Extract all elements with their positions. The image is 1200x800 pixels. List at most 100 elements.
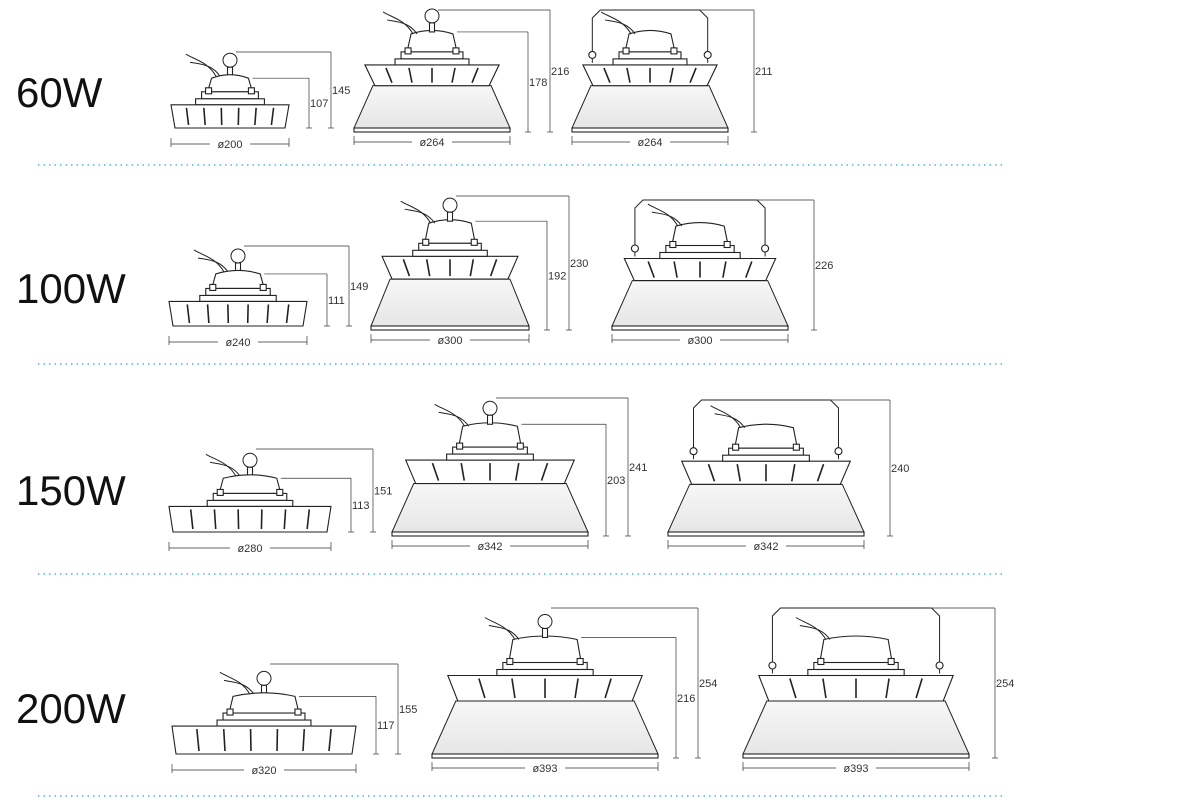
diameter-dimension-label: ø240 <box>225 337 250 349</box>
heatsink-fin <box>885 678 890 699</box>
power-label: 200W <box>16 685 126 732</box>
power-cable <box>714 413 746 428</box>
body-height-label: 178 <box>529 77 547 89</box>
driver-flange <box>813 661 899 671</box>
diameter-dimension-label: ø342 <box>753 541 778 553</box>
overall-height-label: 149 <box>350 281 368 293</box>
driver-housing <box>218 474 282 494</box>
mounting-screw <box>670 47 678 55</box>
heatsink-fin <box>196 728 200 752</box>
mounting-screw <box>247 87 255 95</box>
body-height-label: 113 <box>352 500 370 512</box>
mounting-screw <box>422 238 430 246</box>
fixture-compact: 149 111 ø240 <box>168 245 368 349</box>
heatsink-fin <box>270 107 275 126</box>
heatsink-fin <box>604 678 612 699</box>
eye-bolt-ring <box>256 670 272 686</box>
heatsink-fin <box>707 463 716 482</box>
heatsink-fin <box>511 678 516 699</box>
driver-housing <box>508 635 582 664</box>
overall-height-label: 211 <box>755 66 773 78</box>
power-cable <box>386 19 418 35</box>
overall-height-label: 216 <box>551 66 569 78</box>
overall-height-label: 254 <box>699 678 717 690</box>
power-cable <box>710 405 742 428</box>
heatsink-fin <box>222 728 226 752</box>
reflector-shade <box>391 483 589 533</box>
driver-housing <box>624 29 676 53</box>
body-height-label: 192 <box>548 271 566 283</box>
heatsink-fin <box>283 509 287 530</box>
heatsink-fin <box>206 304 210 324</box>
eye-bolt-ring <box>424 8 440 24</box>
heatsink-fin <box>469 259 475 277</box>
heatsink-fin <box>626 67 631 83</box>
driver-housing <box>228 692 300 714</box>
heatsink-fin <box>471 67 479 83</box>
mounting-screw <box>209 283 217 291</box>
heatsink-fin <box>736 464 742 482</box>
diameter-dimension-label: ø342 <box>477 541 502 553</box>
diameter-dimension-label: ø393 <box>843 763 868 775</box>
mounting-bracket <box>771 607 941 674</box>
heatsink-fin <box>213 509 217 530</box>
mounting-screw <box>226 708 234 716</box>
heatsink-top <box>394 58 470 66</box>
reflector-rim <box>353 127 511 133</box>
heatsink-fin <box>328 728 332 752</box>
heatsink-fin <box>603 67 611 83</box>
heatsink-top <box>496 668 594 677</box>
heatsink-fin <box>402 259 411 277</box>
driver-housing <box>206 74 254 93</box>
mounting-screw <box>294 708 302 716</box>
power-cable <box>219 671 251 695</box>
power-label: 150W <box>16 467 126 514</box>
eye-bolt-ring <box>537 614 553 629</box>
power-cable <box>382 11 414 35</box>
diameter-dimension-label: ø300 <box>437 335 462 347</box>
body-height-label: 117 <box>377 720 395 732</box>
power-cable <box>799 625 831 640</box>
mounting-screw <box>622 47 630 55</box>
driver-housing <box>819 635 893 664</box>
heatsink-fin <box>186 304 191 324</box>
driver-housing <box>671 222 729 247</box>
reflector-rim <box>742 753 970 759</box>
heatsink-fin <box>722 261 727 278</box>
bracket-knob <box>834 447 843 456</box>
heatsink-fin <box>185 107 190 126</box>
body-height-label: 111 <box>328 295 345 307</box>
eye-bolt-shank <box>428 22 436 33</box>
power-cable <box>189 61 221 77</box>
power-cable <box>651 211 683 227</box>
reflector-rim <box>431 753 659 759</box>
heatsink-fin <box>408 67 413 83</box>
diameter-dimension-label: ø264 <box>637 137 662 149</box>
driver-flange <box>502 661 588 671</box>
mounting-screw <box>516 442 524 450</box>
mounting-screw <box>723 240 731 249</box>
power-cable <box>197 257 229 273</box>
eye-bolt-ring <box>230 248 246 264</box>
reflector-shade <box>431 700 659 755</box>
reflector-rim <box>667 531 865 537</box>
power-label: 100W <box>16 265 126 312</box>
power-cable <box>223 679 255 695</box>
power-cable <box>434 403 466 427</box>
driver-flange <box>452 446 528 455</box>
bracket-knob <box>703 50 712 59</box>
heatsink-fin <box>385 67 393 83</box>
mounting-screw <box>205 87 213 95</box>
overall-height-label: 241 <box>629 462 647 474</box>
driver-housing <box>424 219 476 244</box>
mounting-screw <box>276 488 284 496</box>
diameter-dimension-label: ø320 <box>251 765 276 777</box>
mounting-bracket <box>591 9 709 63</box>
bracket-knob <box>935 661 944 670</box>
